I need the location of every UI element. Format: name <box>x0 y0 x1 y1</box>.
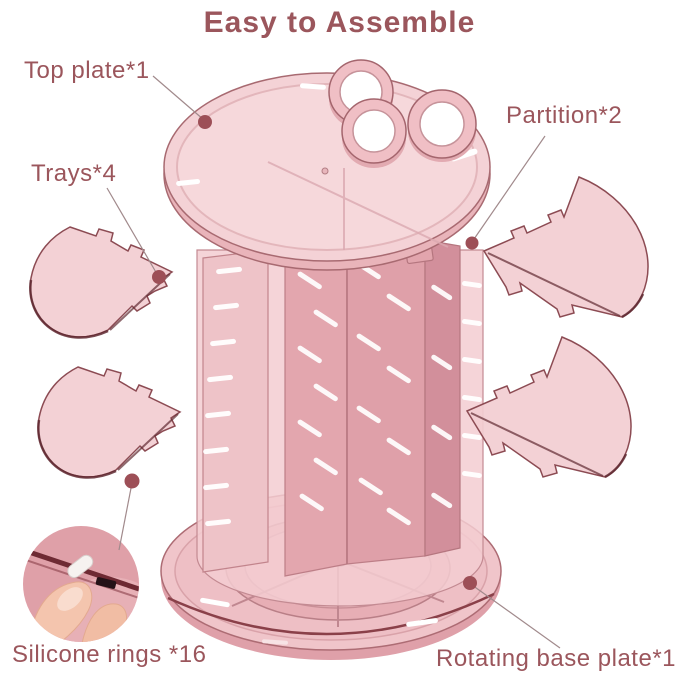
silicone-ring <box>67 554 94 579</box>
marker-dot-partition <box>465 236 479 250</box>
marker-dot-top-plate <box>198 115 212 129</box>
marker-dots <box>124 115 479 590</box>
left-panel-slots <box>203 266 242 527</box>
tray-left-1 <box>29 226 174 339</box>
finger <box>79 603 127 642</box>
label-trays: Trays*4 <box>31 160 117 187</box>
marker-dot-silicone <box>124 473 140 489</box>
partition-through-plate <box>267 161 449 250</box>
label-partition: Partition*2 <box>506 102 623 129</box>
tray-right-1 <box>482 176 649 319</box>
marker-dot-trays <box>152 270 166 284</box>
label-top-plate: Top plate*1 <box>24 57 150 84</box>
label-silicone-rings: Silicone rings *16 <box>12 641 207 668</box>
cup-rings <box>328 59 477 168</box>
fingernail <box>57 587 83 611</box>
partition-slots <box>297 261 453 526</box>
marker-dot-base <box>463 576 477 590</box>
tray-left-2 <box>37 366 182 479</box>
leader-lines <box>106 75 561 649</box>
top-plate <box>163 59 491 271</box>
right-wall-slots <box>462 280 482 479</box>
cylinder-body <box>196 237 484 607</box>
diagram-title: Easy to Assemble <box>203 6 476 39</box>
tray-right-2 <box>465 336 632 479</box>
label-rotating-base: Rotating base plate*1 <box>436 645 676 672</box>
